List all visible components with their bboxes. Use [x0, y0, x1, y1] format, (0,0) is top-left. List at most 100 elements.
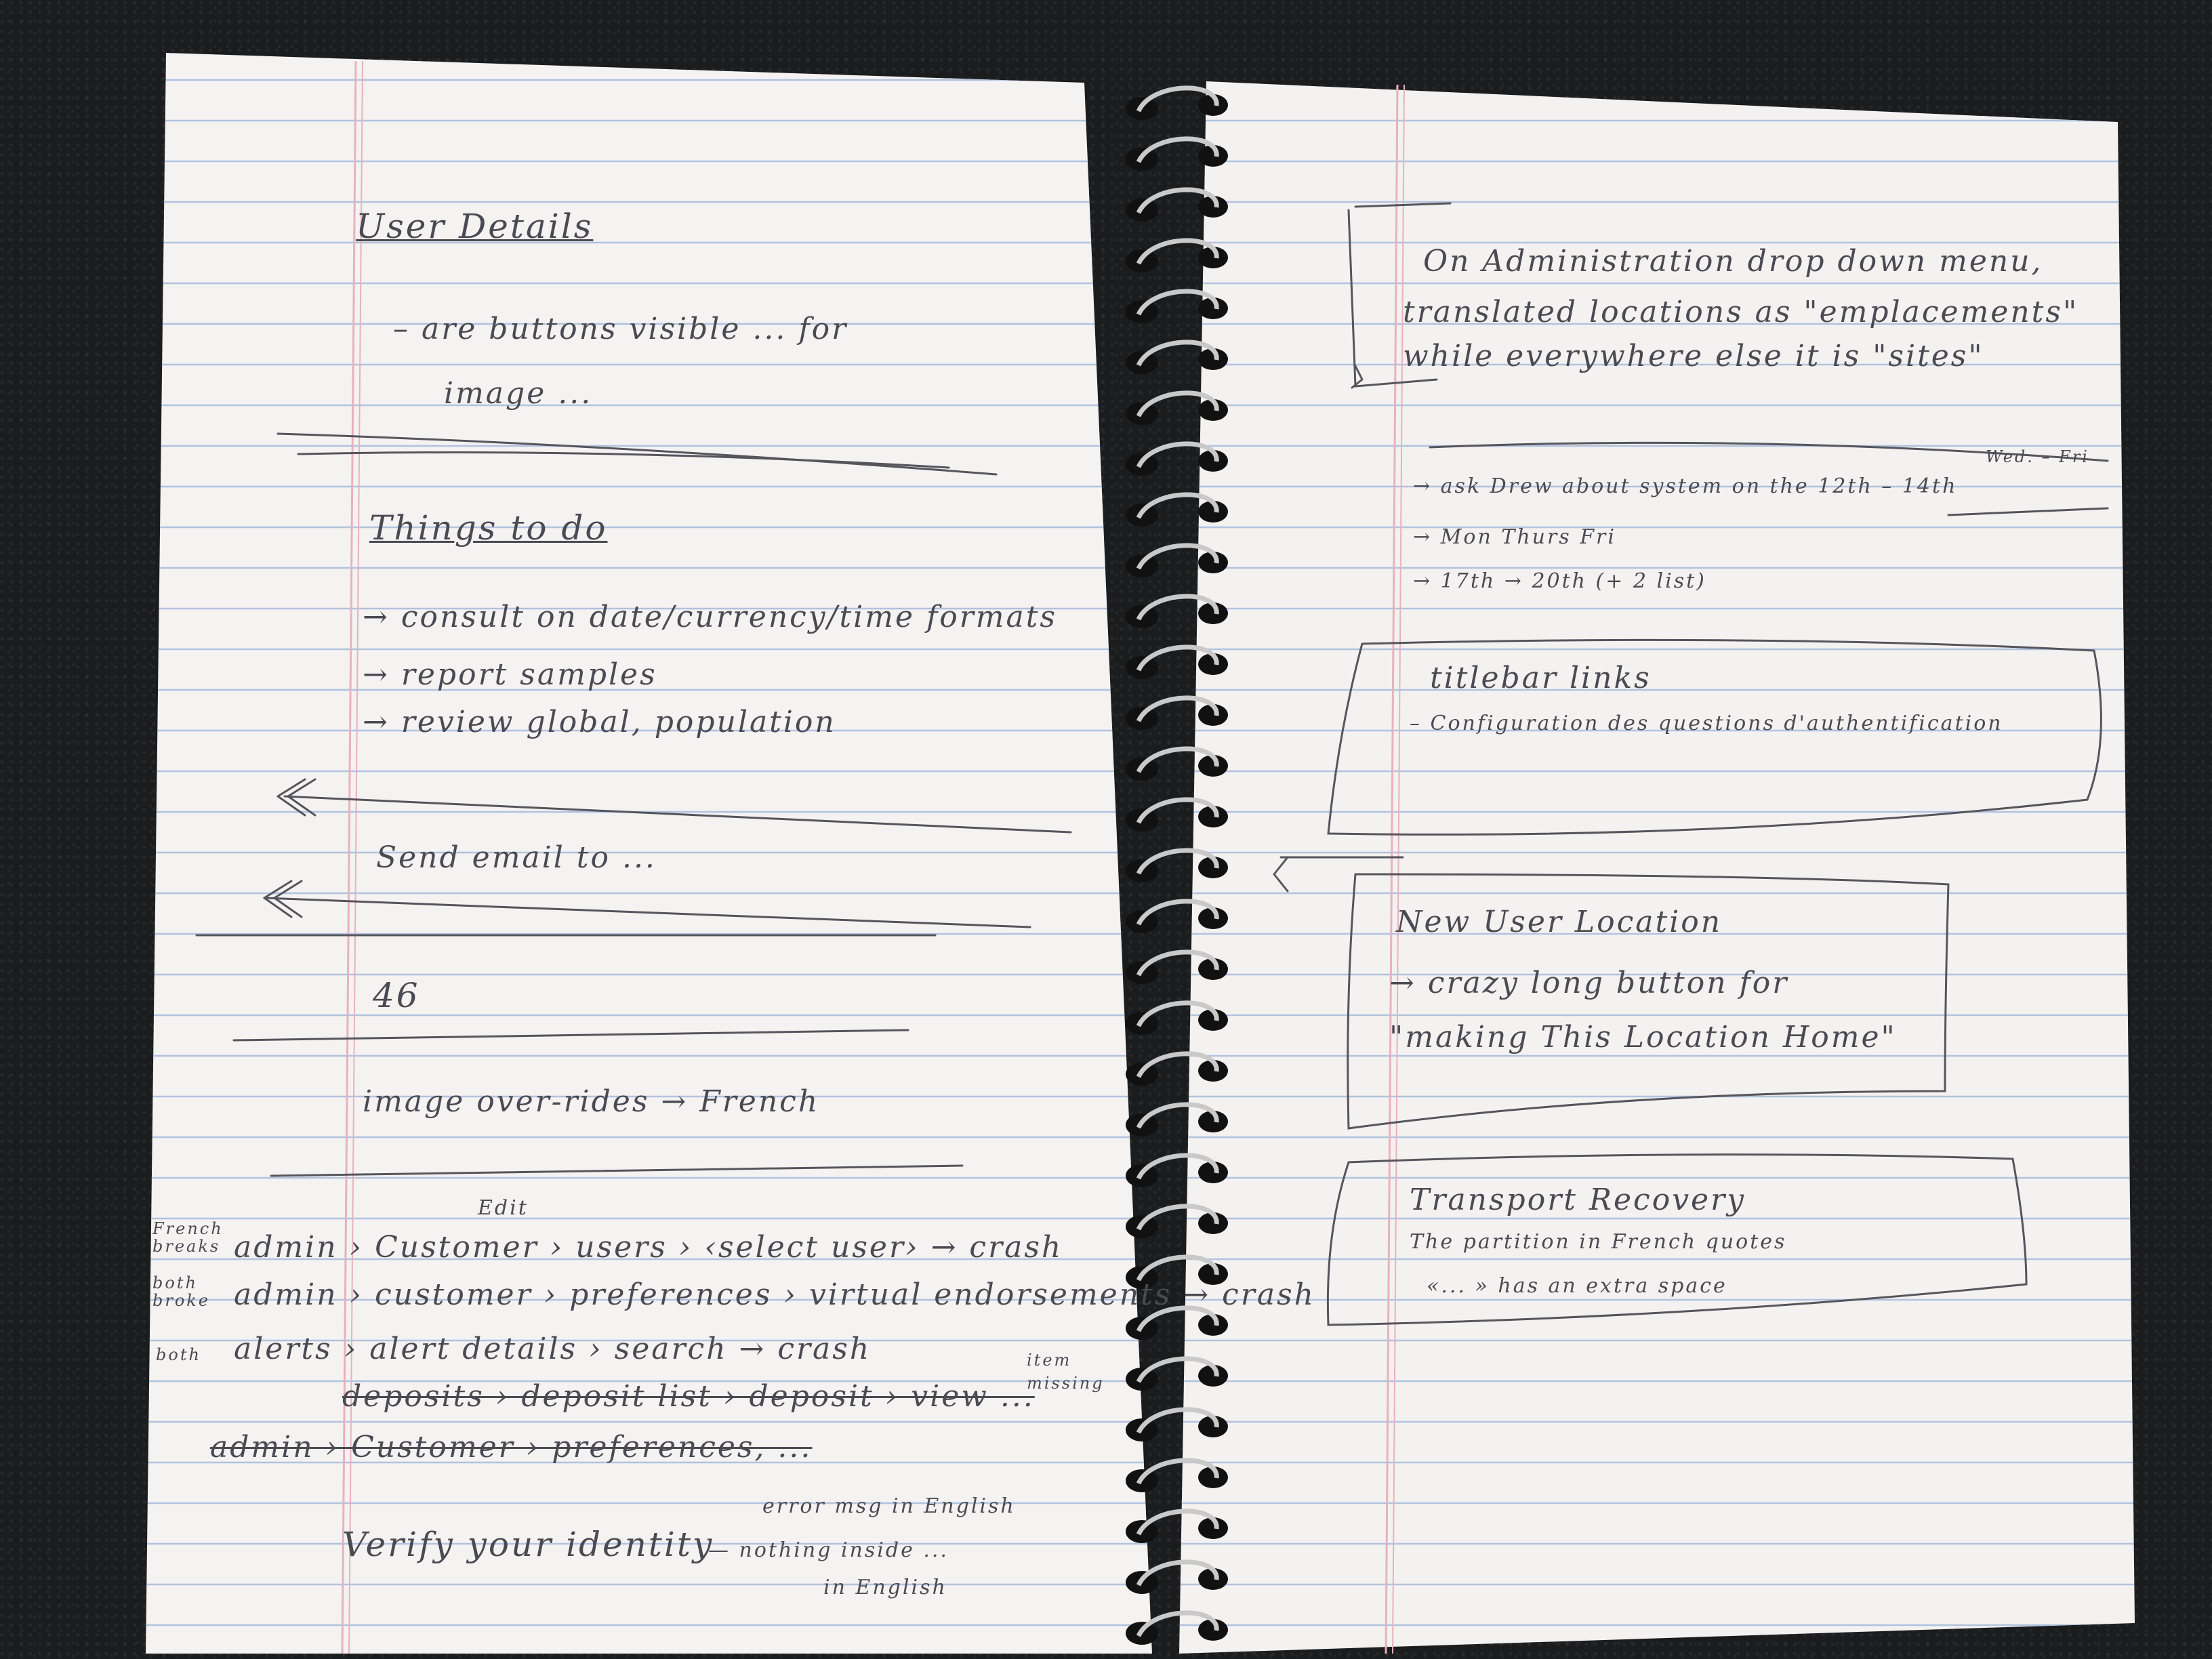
new-user-note: → crazy long button for [1389, 966, 1789, 1000]
spiral-coil [1136, 289, 1219, 316]
binding-hole [1198, 958, 1228, 980]
spiral-coil [1136, 492, 1219, 519]
heading-user-details: User Details [356, 207, 594, 246]
spiral-coil [1136, 695, 1219, 722]
binding-hole [1198, 806, 1228, 827]
binding-hole [1198, 1009, 1228, 1031]
binding-hole [1198, 1365, 1228, 1387]
transport-box [1326, 1153, 2028, 1326]
transport-note: The partition in French quotes [1410, 1230, 1787, 1254]
bracket-arrow [1347, 202, 1452, 389]
underline [1947, 507, 2109, 516]
pen-strokes [195, 202, 2109, 1326]
crash-step: alerts › alert details › search → crash [234, 1332, 872, 1366]
titlebar-box [1327, 638, 2102, 836]
margin-tag: item missing [1027, 1351, 1105, 1393]
margin-tag: both broke [152, 1273, 211, 1310]
dates-note: → 17th → 20th (+ 2 list) [1413, 569, 1706, 593]
transport-heading: Transport Recovery [1410, 1183, 1746, 1217]
spiral-coil [1136, 187, 1219, 214]
crash-step: admin › Customer › users › ‹select user›… [234, 1230, 1063, 1265]
binding-hole [1198, 552, 1228, 573]
binding-hole [1198, 755, 1228, 777]
days-note: → Mon Thurs Fri [1413, 525, 1616, 549]
spiral-coil [1136, 594, 1219, 621]
spiral-coil [1136, 1153, 1219, 1180]
spiral-coil [1136, 899, 1219, 926]
binding-hole [1198, 1060, 1228, 1082]
spiral-coil [1136, 1051, 1219, 1078]
divider-line [276, 432, 998, 476]
spiral-coil [1136, 1407, 1219, 1434]
arrow-icon [276, 778, 316, 817]
binding-hole [1198, 399, 1228, 421]
binding-hole [1198, 653, 1228, 675]
edit-note: Edit [478, 1196, 529, 1220]
binding-hole [1198, 1162, 1228, 1183]
divider-line [297, 451, 950, 469]
divider-line [283, 795, 1072, 834]
transport-note: «... » has an extra space [1427, 1274, 1727, 1298]
spiral-coil [1136, 848, 1219, 875]
binding-hole [1198, 1314, 1228, 1336]
spiral-coil [1136, 543, 1219, 570]
binding-hole [1198, 450, 1228, 472]
margin-tag: both [156, 1345, 201, 1364]
binding-hole [1198, 704, 1228, 726]
number-note: 46 [373, 976, 420, 1015]
spiral-coil [1136, 797, 1219, 824]
binding-hole [1198, 1111, 1228, 1132]
verify-annotation: error msg in English [762, 1494, 1016, 1518]
crash-step-struck: admin › Customer › preferences, ... [210, 1430, 813, 1465]
spiral-coil [1136, 1204, 1219, 1231]
new-user-note: "making This Location Home" [1389, 1020, 1897, 1054]
spiral-coil [1136, 136, 1219, 163]
admin-note: while everywhere else it is "sites" [1403, 339, 1984, 373]
binding-hole [1198, 1568, 1228, 1590]
arrow-icon [1273, 856, 1404, 893]
margin-tag: French breaks [152, 1219, 224, 1256]
spiral-coil [1136, 441, 1219, 468]
binding-hole [1198, 501, 1228, 523]
binding-hole [1198, 348, 1228, 370]
todo-item: → review global, population [363, 705, 836, 739]
spiral-coil [1136, 1254, 1219, 1282]
spiral-coil [1136, 1305, 1219, 1332]
admin-note: translated locations as "emplacements" [1403, 295, 2079, 329]
spiral-coil [1136, 1559, 1219, 1586]
crash-step: admin › customer › preferences › virtual… [234, 1277, 1315, 1312]
divider-line [270, 1164, 964, 1177]
spiral-coil [1136, 1102, 1219, 1129]
heading-things-to-do: Things to do [369, 508, 608, 548]
binding-hole [1198, 298, 1228, 319]
admin-note: On Administration drop down menu, [1423, 244, 2043, 279]
spiral-binding [1126, 85, 1228, 1645]
verify-annotation: in English [823, 1576, 947, 1599]
divider-line [1429, 441, 2109, 462]
divider-line [263, 897, 1031, 928]
spiral-coil [1136, 1509, 1219, 1536]
titlebar-heading: titlebar links [1430, 661, 1652, 695]
spiral-coil [1136, 949, 1219, 977]
divider-line [232, 1029, 909, 1042]
binding-hole [1198, 1416, 1228, 1437]
binding-hole [1198, 1263, 1228, 1285]
user-details-note: image ... [444, 376, 593, 411]
binding-hole [1198, 1619, 1228, 1641]
send-email-note: Send email to ... [376, 840, 657, 875]
user-details-note: – are buttons visible ... for [393, 312, 848, 346]
weekday-note: Wed. – Fri [1986, 447, 2089, 466]
spiral-coil [1136, 238, 1219, 265]
todo-item: → consult on date/currency/time formats [363, 600, 1058, 634]
spiral-coil [1136, 1356, 1219, 1383]
binding-hole [1198, 196, 1228, 218]
binding-hole [1198, 247, 1228, 268]
titlebar-note: – Configuration des questions d'authenti… [1410, 712, 2003, 735]
spiral-coil [1136, 746, 1219, 773]
spiral-coil [1136, 644, 1219, 672]
binding-hole [1198, 1467, 1228, 1488]
ask-drew-note: → ask Drew about system on the 12th – 14… [1413, 474, 1958, 498]
binding-hole [1198, 907, 1228, 929]
